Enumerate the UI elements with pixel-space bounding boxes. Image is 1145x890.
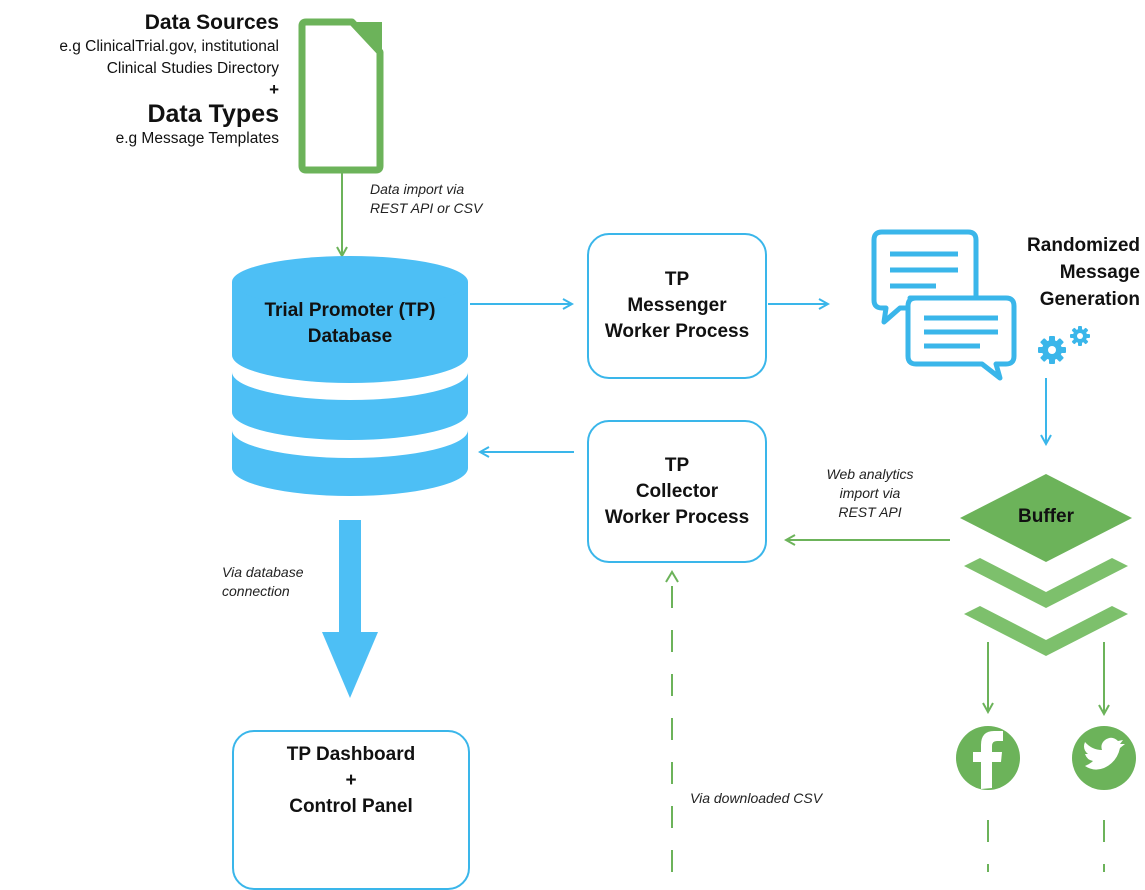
collector-worker-box: TP Collector Worker Process <box>587 420 767 563</box>
web-analytics-label: Web analytics import via REST API <box>826 466 914 520</box>
twitter-icon <box>1072 726 1136 790</box>
data-types-title: Data Types <box>147 100 279 128</box>
data-sources-example-2: Clinical Studies Directory <box>106 60 279 77</box>
data-sources-example-1: e.g ClinicalTrial.gov, institutional <box>59 38 279 55</box>
document-icon <box>298 18 384 174</box>
message-generation-label: Randomized Message Generation <box>1027 235 1140 310</box>
downloaded-csv-label: Via downloaded CSV <box>690 790 823 806</box>
database-label: Trial Promoter (TP) Database <box>264 300 436 347</box>
csv-to-collector-arrow <box>665 570 679 872</box>
diagram-canvas <box>232 18 1136 872</box>
data-types-example: e.g Message Templates <box>115 130 279 147</box>
buffer-icon <box>960 474 1132 656</box>
chat-bubbles-icon <box>871 229 1017 381</box>
plus-sign: + <box>269 80 279 99</box>
dashboard-box: TP Dashboard + Control Panel <box>232 730 470 890</box>
facebook-icon <box>956 726 1020 790</box>
database-icon <box>232 256 468 496</box>
db-connection-label: Via database connection <box>222 564 304 599</box>
data-sources-block: Data Sources e.g ClinicalTrial.gov, inst… <box>59 10 279 150</box>
gears-icon <box>1038 326 1090 364</box>
messenger-worker-box: TP Messenger Worker Process <box>587 233 767 379</box>
data-sources-title: Data Sources <box>144 11 279 34</box>
db-to-dashboard-arrow <box>322 520 378 698</box>
data-import-label: Data import via REST API or CSV <box>370 181 483 216</box>
buffer-label: Buffer <box>1018 506 1074 527</box>
